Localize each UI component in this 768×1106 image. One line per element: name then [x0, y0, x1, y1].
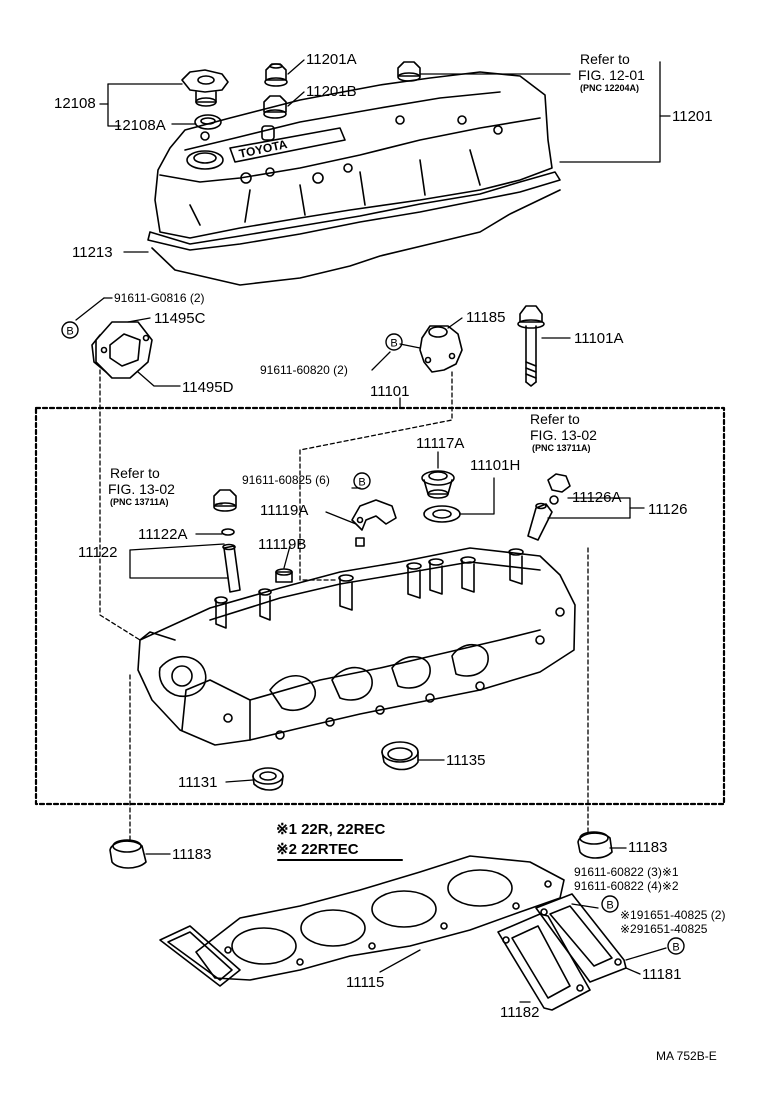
ref-valve-title: Refer to	[530, 411, 580, 427]
label-11183-left: 11183	[172, 846, 212, 863]
svg-text:B: B	[390, 338, 397, 350]
guide-11126	[527, 502, 553, 541]
bolt-label-291651: ※291651-40825	[620, 922, 708, 936]
label-11101: 11101	[370, 383, 410, 400]
label-11201: 11201	[672, 108, 713, 125]
label-11201B: 11201B	[306, 83, 357, 100]
filler-cap-gasket	[194, 114, 222, 130]
svg-text:B: B	[606, 900, 613, 912]
valve-lifter-right	[547, 473, 571, 493]
label-11122: 11122	[78, 544, 118, 561]
svg-text:B: B	[358, 477, 365, 489]
plug-11183-left	[109, 839, 147, 869]
oil-filler-cap	[181, 69, 229, 107]
dashed-leaders	[99, 369, 589, 841]
label-11126: 11126	[648, 501, 688, 518]
label-11119B: 11119B	[258, 536, 307, 553]
water-outlet-flange	[91, 321, 153, 379]
seal-11135	[381, 741, 419, 771]
ref-cover-pnc: (PNC 12204A)	[580, 83, 640, 93]
clamp-11119A	[351, 499, 397, 531]
valve-cover: TOYOTA	[154, 71, 553, 239]
bolt-label-91611-60825: 91611-60825 (6)	[242, 473, 330, 487]
ref-valve-fig: FIG. 13-02	[530, 427, 597, 443]
bolt-marker-icons: B B B B B	[61, 321, 685, 955]
svg-text:TOYOTA: TOYOTA	[238, 137, 289, 161]
grommet-11201B	[263, 95, 287, 119]
leader-lines	[75, 59, 671, 1003]
label-11201A: 11201A	[306, 51, 357, 68]
bolt-marker-icon: B	[61, 321, 79, 339]
svg-text:B: B	[672, 942, 679, 954]
label-11183-right: 11183	[628, 839, 668, 856]
pin-11119A-lower	[355, 537, 365, 547]
plug-11183-right	[577, 831, 613, 859]
bolt-marker-icon: B	[385, 333, 403, 351]
label-11182: 11182	[500, 1004, 540, 1021]
legend-model-1: ※1 22R, 22REC	[276, 821, 386, 838]
bolt-marker-icon: B	[601, 895, 619, 913]
left-valve-part	[213, 489, 237, 512]
svg-text:B: B	[66, 326, 73, 338]
legend-model-2: ※2 22RTEC	[276, 841, 359, 858]
ring-11122A	[221, 528, 235, 536]
label-11115: 11115	[346, 974, 385, 991]
label-11126A: 11126A	[572, 489, 622, 506]
bolt-label-191651: ※191651-40825 (2)	[620, 908, 726, 922]
valve-stem-seal-11117A	[421, 470, 455, 499]
label-11131: 11131	[178, 774, 218, 791]
bolt-label-91611-60822-a: 91611-60822 (3)※1	[574, 865, 679, 879]
cylinder-head	[137, 547, 576, 746]
label-11135: 11135	[446, 752, 486, 769]
label-11117A: 11117A	[416, 435, 465, 452]
washer-11101H	[423, 505, 461, 523]
cover-gasket-11213	[147, 171, 561, 286]
ref-left-fig: FIG. 13-02	[108, 481, 175, 497]
seal-11131	[252, 767, 284, 791]
dowel-11119B	[275, 568, 293, 583]
pin-11126A	[549, 495, 559, 505]
label-11213: 11213	[72, 244, 113, 261]
bolt-marker-icon: B	[353, 472, 371, 490]
cover-cap	[397, 61, 421, 82]
bolt-label-91611-60822-b: 91611-60822 (4)※2	[574, 879, 679, 893]
label-11119A: 11119A	[260, 502, 309, 519]
label-11101A: 11101A	[574, 330, 624, 347]
label-12108: 12108	[54, 95, 96, 112]
label-11101H: 11101H	[470, 457, 521, 474]
cylinder-head-boundary	[34, 406, 726, 806]
head-bolt-11101A	[517, 305, 545, 387]
guide-11122	[222, 543, 241, 593]
ref-valve-pnc: (PNC 13711A)	[532, 443, 591, 453]
bolt-label-91611-60820: 91611-60820 (2)	[260, 363, 348, 377]
gasket-11181	[535, 893, 627, 983]
label-11181: 11181	[642, 966, 682, 983]
ref-cover-title: Refer to	[580, 51, 630, 67]
label-11185: 11185	[466, 309, 506, 326]
bolt-label-91611-G0816: 91611-G0816 (2)	[114, 291, 205, 305]
label-11122A: 11122A	[138, 526, 188, 543]
grommet-11201A	[264, 63, 288, 87]
water-outlet-11185	[419, 325, 463, 373]
ref-left-title: Refer to	[110, 465, 160, 481]
label-11495D: 11495D	[182, 379, 234, 396]
ref-left-pnc: (PNC 13711A)	[110, 497, 169, 507]
head-gasket-11115	[159, 855, 565, 987]
drawing-code: MA 752B-E	[656, 1049, 717, 1063]
ref-cover-fig: FIG. 12-01	[578, 67, 645, 83]
bolt-marker-icon: B	[667, 937, 685, 955]
label-12108A: 12108A	[114, 117, 166, 134]
label-11495C: 11495C	[154, 310, 206, 327]
